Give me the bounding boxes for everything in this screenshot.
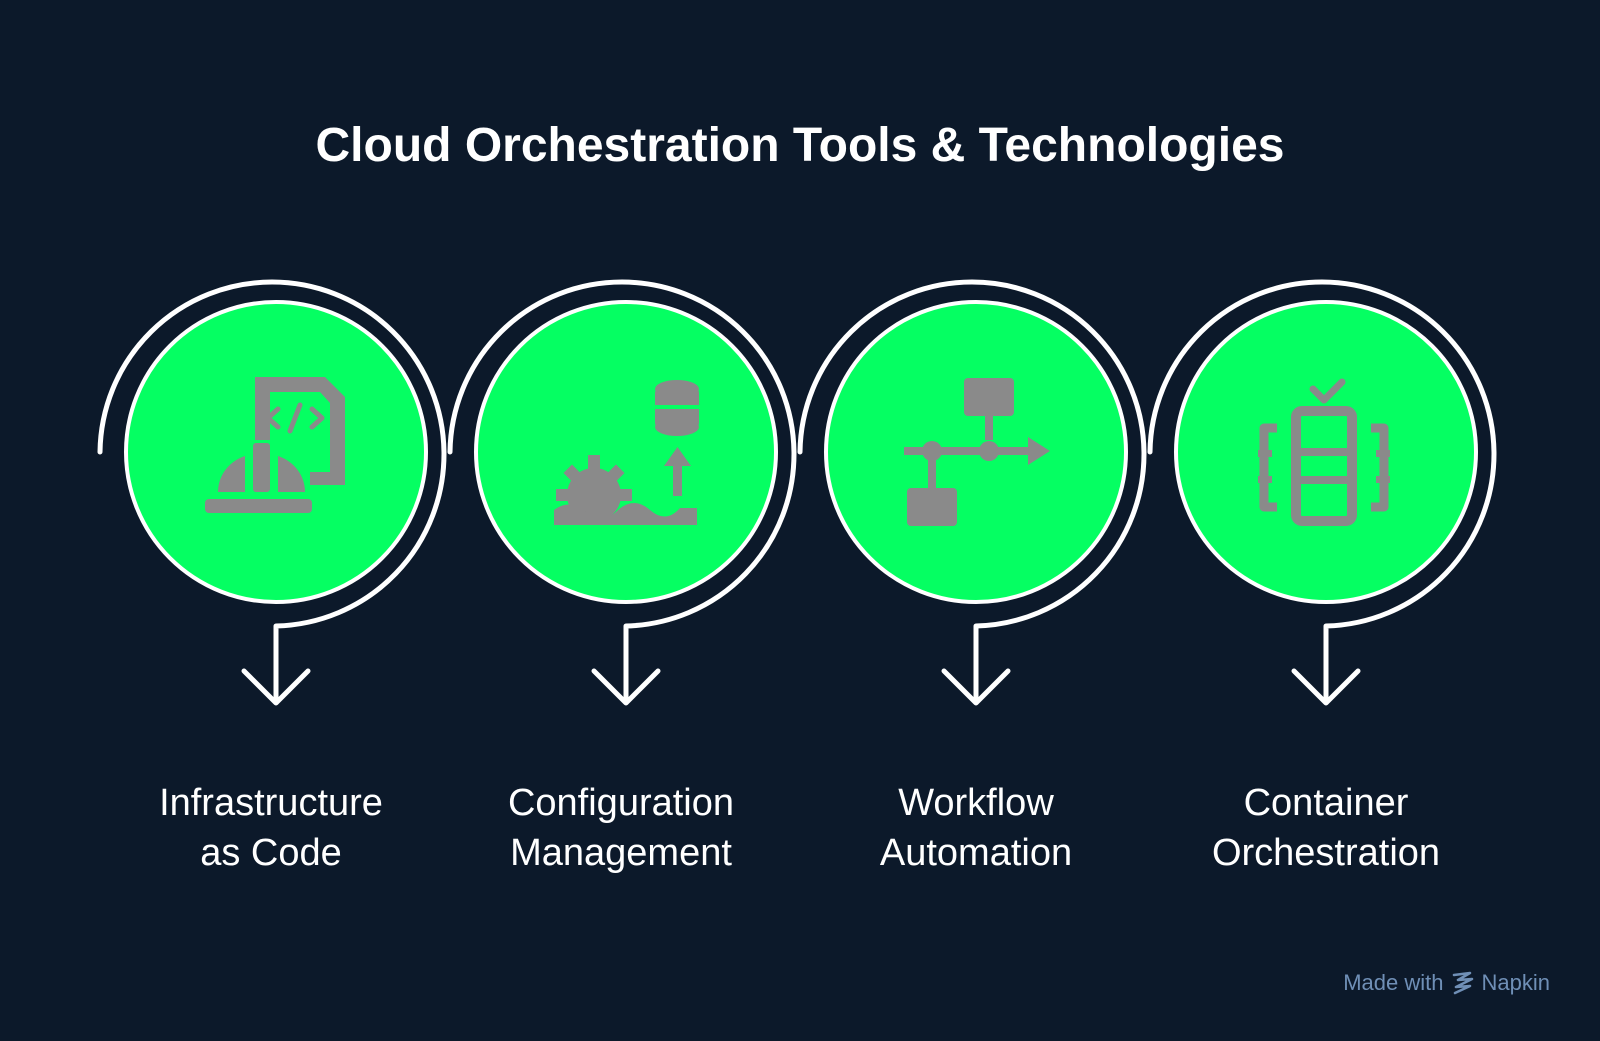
- made-with-napkin-badge[interactable]: Made with Napkin: [1343, 970, 1550, 996]
- step-1: [97, 279, 447, 706]
- step-2-label-line-1: Configuration: [507, 782, 735, 824]
- step-1-label: Infrastructure as Code: [91, 778, 451, 878]
- step-2-label-line-2: Management: [510, 832, 732, 874]
- step-3-outer-arc: [797, 279, 1147, 706]
- step-1-label-line-1: Infrastructure: [159, 782, 383, 824]
- developer-helmet-icon: [205, 377, 345, 513]
- step-2: [447, 279, 797, 706]
- step-4-label-line-2: Orchestration: [1211, 832, 1441, 874]
- made-with-text: Made with: [1343, 970, 1444, 995]
- step-4: [1147, 279, 1497, 706]
- container-rack-check-icon: [1258, 378, 1390, 526]
- step-2-circle: [474, 300, 778, 604]
- step-3: [797, 279, 1147, 706]
- gear-database-upload-icon: [554, 380, 699, 525]
- step-2-label: Configuration Management: [441, 778, 801, 878]
- step-4-label-line-1: Container: [1243, 782, 1409, 824]
- step-1-outer-arc: [97, 279, 447, 706]
- flowchart-arrow-icon: [904, 378, 1050, 526]
- napkin-logo-icon: [1452, 971, 1473, 995]
- step-3-label: Workflow Automation: [796, 778, 1156, 878]
- page-title: Cloud Orchestration Tools & Technologies: [315, 119, 1285, 172]
- step-3-label-line-1: Workflow: [898, 782, 1054, 824]
- step-4-outer-arc: [1147, 279, 1497, 706]
- step-4-label: Container Orchestration: [1146, 778, 1506, 878]
- step-2-outer-arc: [447, 279, 797, 706]
- step-1-label-line-2: as Code: [200, 832, 342, 874]
- step-1-circle: [124, 300, 428, 604]
- step-3-label-line-2: Automation: [879, 832, 1073, 874]
- napkin-brand-text: Napkin: [1481, 970, 1550, 995]
